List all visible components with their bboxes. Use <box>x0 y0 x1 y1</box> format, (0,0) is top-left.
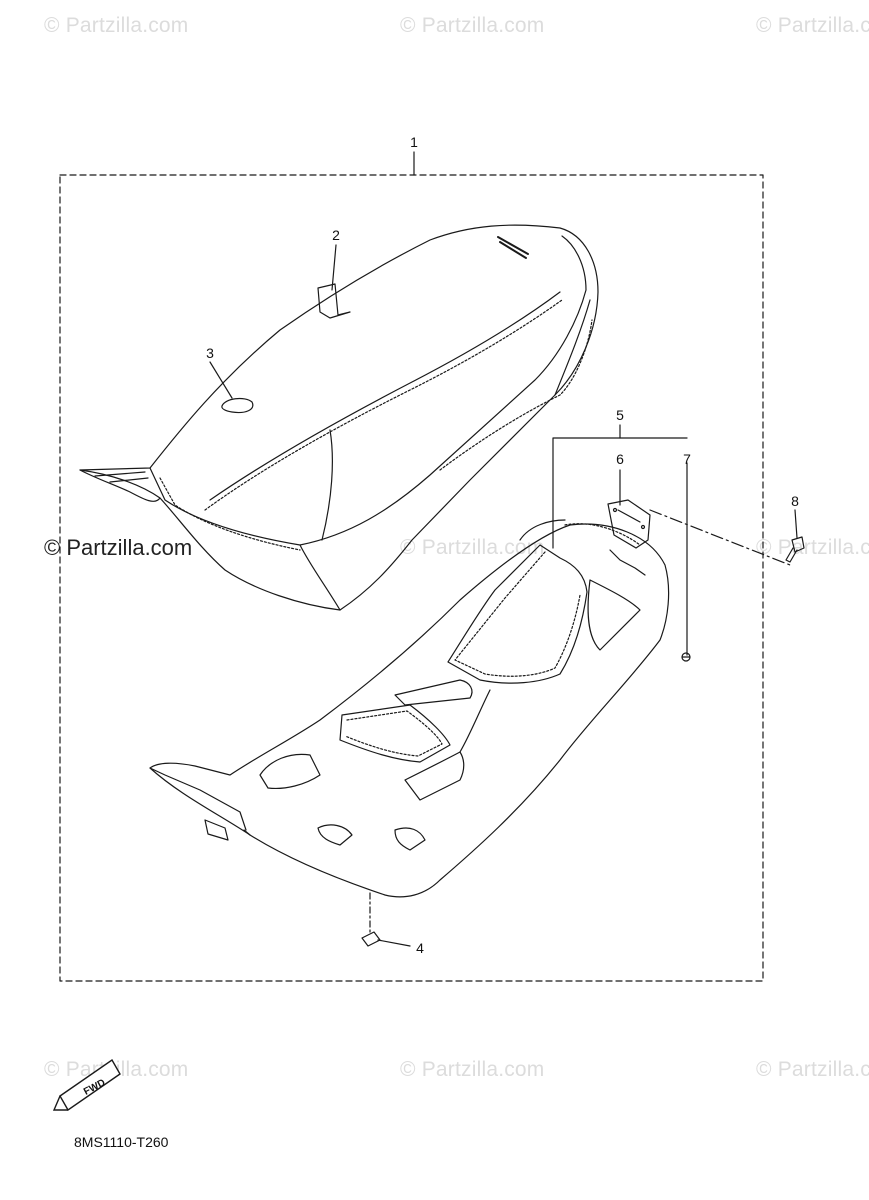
callout-8: 8 <box>791 493 799 509</box>
watermark: © Partzilla.com <box>44 14 189 37</box>
watermark: © Partzilla.com <box>756 1058 869 1081</box>
callout-5: 5 <box>616 407 624 423</box>
watermark: © Partzilla.com <box>400 1058 545 1081</box>
callout-7: 7 <box>683 451 691 467</box>
callout-3: 3 <box>206 345 214 361</box>
assembly-boundary <box>59 174 764 982</box>
seat-cover <box>79 224 599 611</box>
callout-2: 2 <box>332 227 340 243</box>
seat-emblem <box>221 397 254 414</box>
diagram-code: 8MS1110-T260 <box>74 1134 169 1150</box>
leader-line-3 <box>209 361 233 399</box>
watermark: © Partzilla.com <box>400 536 545 559</box>
clip-part <box>361 931 381 947</box>
leader-line-8 <box>794 509 798 539</box>
callout-4: 4 <box>416 940 424 956</box>
callout-1: 1 <box>410 134 418 150</box>
leader-line-2 <box>331 244 337 291</box>
seat-bracket <box>607 499 651 549</box>
fwd-arrow-icon <box>52 1058 121 1112</box>
watermark: © Partzilla.com <box>400 14 545 37</box>
seat-strap <box>317 283 351 319</box>
leader-line-5 <box>552 437 688 549</box>
watermark: © Partzilla.com <box>756 14 869 37</box>
bolt-axis-line <box>649 509 791 566</box>
leader-line-4 <box>377 939 411 947</box>
watermark-highlighted: © Partzilla.com <box>44 535 193 560</box>
bolt-part <box>785 536 805 563</box>
seat-base <box>149 519 670 898</box>
callout-6: 6 <box>616 451 624 467</box>
watermark: © Partzilla.com <box>756 536 869 559</box>
